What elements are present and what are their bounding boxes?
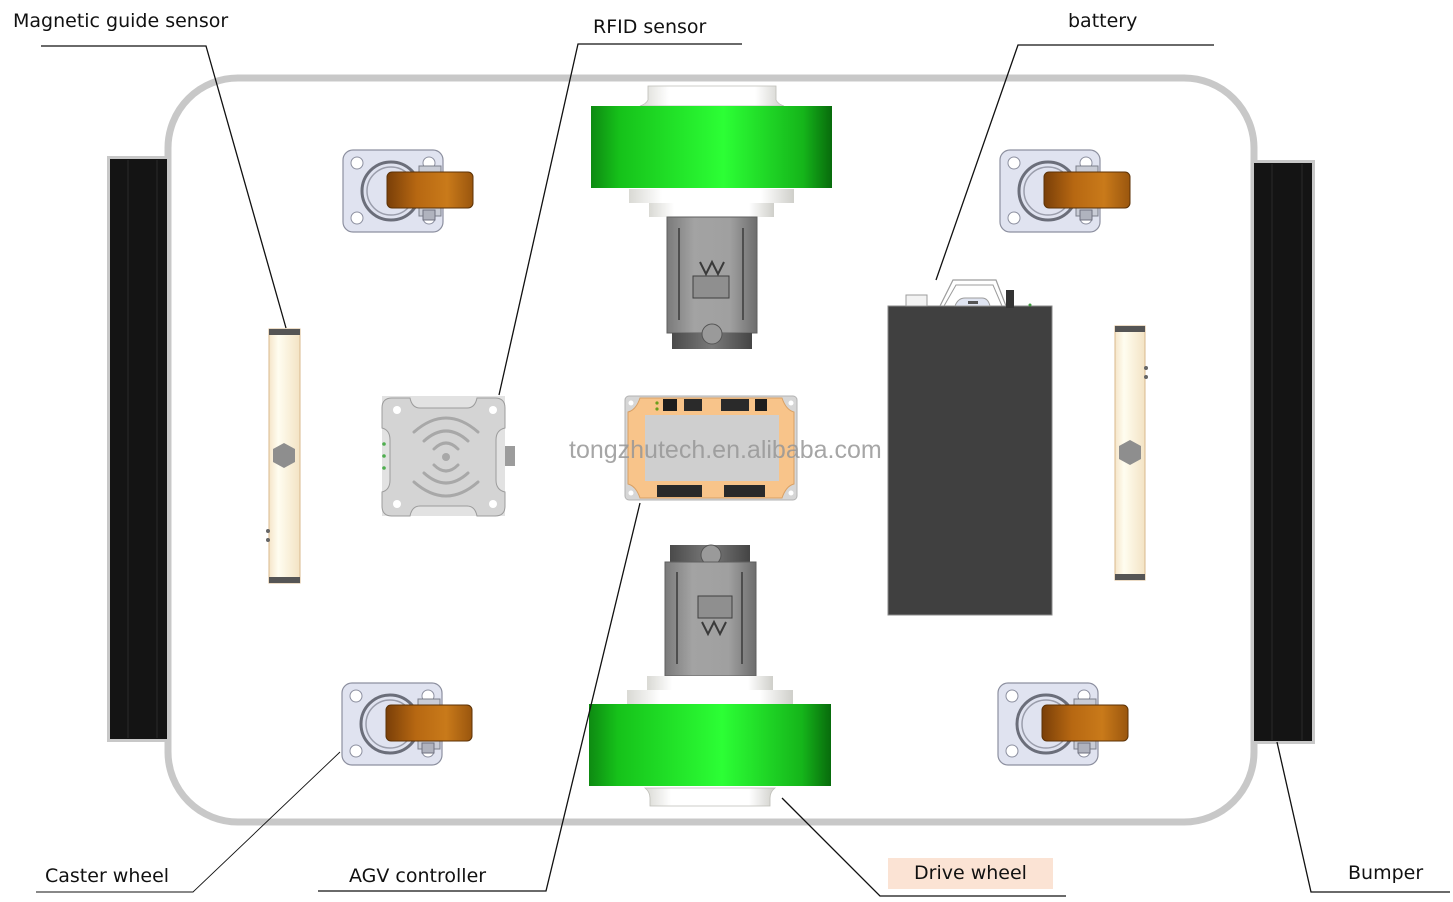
leader-bumper [1276,741,1450,893]
label-battery: battery [1068,10,1138,32]
rfid-sensor [381,396,515,517]
agv-controller [624,395,798,501]
caster-wheel-top-left [341,148,475,234]
leader-lines [36,43,1450,897]
leader-agv-controller [318,502,641,892]
leader-magnetic-guide-sensor [41,45,287,329]
drive-wheel-top [591,85,832,349]
label-caster-wheel: Caster wheel [45,865,170,887]
label-rfid-sensor: RFID sensor [593,16,707,38]
label-bumper: Bumper [1348,862,1424,884]
label-drive-wheel: Drive wheel [888,858,1053,889]
caster-wheel-bottom-right [996,681,1130,767]
watermark-text: tongzhutech.en.alibaba.com [569,436,882,464]
bumper-left [107,156,170,742]
drive-wheel-bottom [589,544,831,807]
bumper-right [1251,160,1315,744]
label-magnetic-guide-sensor: Magnetic guide sensor [13,10,229,32]
leader-caster-wheel [36,751,341,893]
magnetic-guide-sensor-right [1114,325,1148,581]
leader-drive-wheel [781,797,1066,897]
magnetic-guide-sensor-left [266,328,301,584]
battery [887,279,1053,616]
caster-wheel-bottom-left [340,681,474,767]
leader-rfid-sensor [498,43,742,396]
caster-wheel-top-right [998,148,1132,234]
leader-battery [935,44,1214,281]
label-agv-controller: AGV controller [349,865,487,887]
